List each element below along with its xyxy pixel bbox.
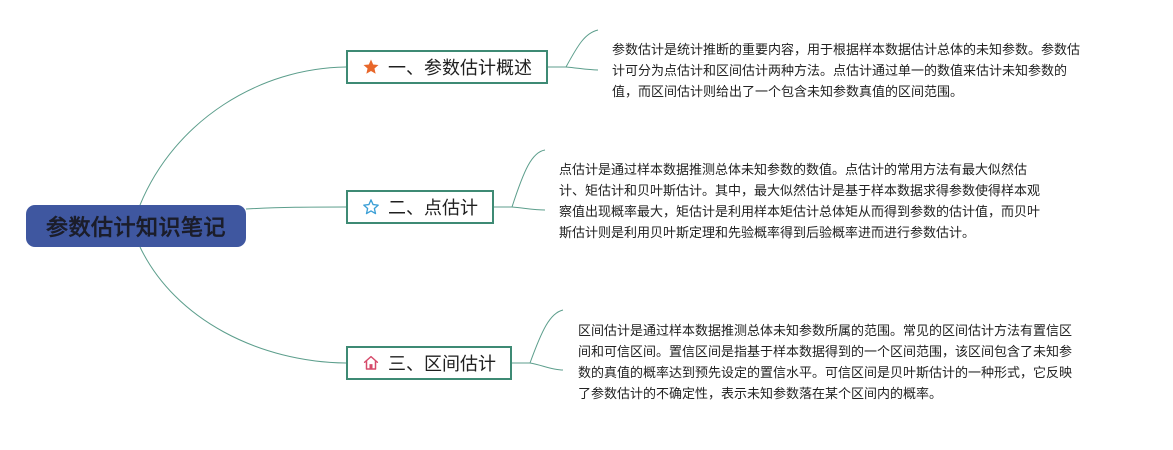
star-filled-icon — [363, 59, 379, 74]
connector-root-to-branch-1 — [139, 66, 347, 206]
branch-topic-label: 二、点估计 — [388, 198, 478, 219]
connector-branch-2-brace-top — [511, 149, 546, 208]
connector-branch-3-brace-bottom — [529, 362, 564, 371]
connector-root-to-branch-3 — [139, 246, 347, 364]
connector-branch-2-brace-bottom — [511, 206, 546, 211]
branch-topic-point-estimation[interactable]: 二、点估计 — [346, 190, 494, 224]
connector-branch-1-brace-top — [565, 29, 599, 68]
root-topic-title: 参数估计知识笔记 — [45, 216, 226, 241]
connector-branch-3-brace-top — [529, 309, 564, 364]
branch-topic-label: 一、参数估计概述 — [388, 58, 532, 79]
description-point-estimation: 点估计是通过样本数据推测总体未知参数的数值。点估计的常用方法有最大似然估计、矩估… — [559, 163, 1041, 241]
branch-topic-interval-estimation[interactable]: 三、区间估计 — [346, 346, 512, 380]
branch-topic-label: 三、区间估计 — [388, 354, 496, 375]
branch-topic-overview[interactable]: 一、参数估计概述 — [346, 50, 548, 84]
connector-branch-1-brace-bottom — [565, 66, 599, 71]
connector-root-to-branch-2 — [245, 206, 347, 210]
star-outline-icon — [363, 199, 379, 215]
root-topic[interactable]: 参数估计知识笔记 — [26, 205, 246, 247]
description-interval-estimation: 区间估计是通过样本数据推测总体未知参数所属的范围。常见的区间估计方法有置信区间和… — [578, 324, 1073, 402]
home-icon — [363, 355, 379, 370]
description-overview: 参数估计是统计推断的重要内容，用于根据样本数据估计总体的未知参数。参数估计可分为… — [612, 43, 1081, 100]
